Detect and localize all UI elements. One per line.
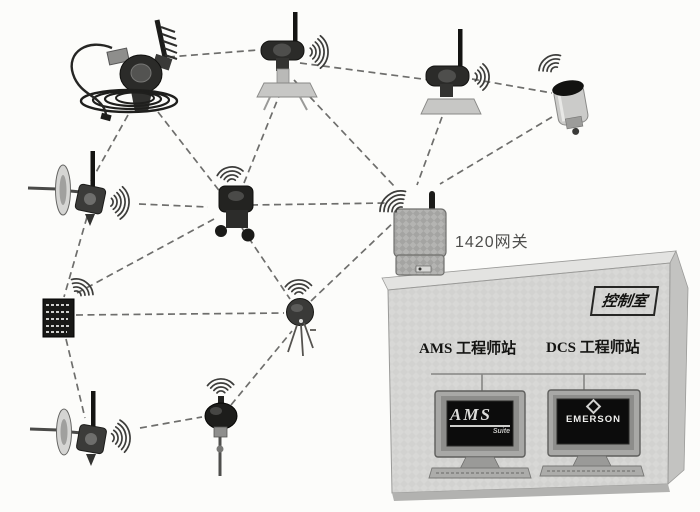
wifi-waves-icon	[474, 63, 490, 91]
wifi-waves-icon	[284, 278, 313, 296]
wifi-waves-icon	[215, 164, 246, 184]
stand-transmitter-node-b	[256, 12, 329, 111]
gateway-label: 1420网关	[455, 234, 529, 251]
network-bus	[431, 373, 646, 392]
pressure-transmitter-node	[70, 19, 179, 122]
panel-bottom-face	[392, 484, 670, 501]
antenna-ticks	[160, 26, 178, 60]
pipe	[29, 427, 83, 435]
wifi-waves-icon	[309, 34, 329, 70]
control-room-badge: 控制室	[589, 286, 660, 316]
antenna	[90, 151, 95, 190]
terminal-block-node	[42, 273, 98, 338]
emerson-logo: EMERSON	[558, 398, 629, 425]
cable	[70, 43, 113, 117]
antenna	[429, 191, 435, 214]
ams-logo-text: AMS	[450, 406, 510, 427]
wifi-waves-icon	[109, 418, 133, 455]
emerson-logo-text: EMERSON	[565, 414, 622, 425]
control-room-panel	[381, 249, 689, 501]
ams-monitor	[428, 390, 532, 479]
flange-transmitter-node-e	[27, 151, 131, 226]
monitor-stand	[459, 456, 501, 470]
tripod-node	[284, 278, 316, 357]
ams-screen	[446, 400, 514, 447]
dcs-screen	[556, 398, 630, 445]
dcs-monitor	[539, 389, 645, 477]
wifi-waves-icon	[66, 273, 98, 302]
ams-station-label: AMS 工程师站	[419, 341, 517, 357]
ams-suite-logo: AMS Suite	[450, 406, 510, 435]
valve-positioner-node	[215, 164, 255, 242]
antenna	[458, 29, 463, 68]
panel-right-face	[667, 249, 689, 485]
antenna	[154, 19, 169, 63]
wifi-waves-icon	[534, 49, 566, 78]
antenna	[91, 391, 96, 429]
antenna	[293, 12, 298, 43]
mesh-links	[63, 49, 553, 429]
stand-transmitter-node-c	[420, 29, 490, 115]
emerson-diamond-icon	[585, 398, 602, 415]
cylinder-sensor-node	[534, 49, 589, 135]
cable-plug	[100, 112, 112, 122]
dcs-station-label: DCS 工程师站	[546, 340, 640, 356]
flange-transmitter-node-i	[29, 391, 133, 466]
gateway-1420	[374, 184, 447, 276]
ams-suite-text: Suite	[492, 428, 510, 435]
tripod-legs	[287, 322, 316, 357]
pipe	[27, 186, 82, 194]
temperature-probe-node	[204, 377, 238, 476]
terminal-stripes	[46, 304, 71, 333]
wifi-waves-icon	[206, 377, 235, 395]
keyboard	[428, 467, 532, 479]
wifi-waves-icon	[109, 185, 131, 221]
